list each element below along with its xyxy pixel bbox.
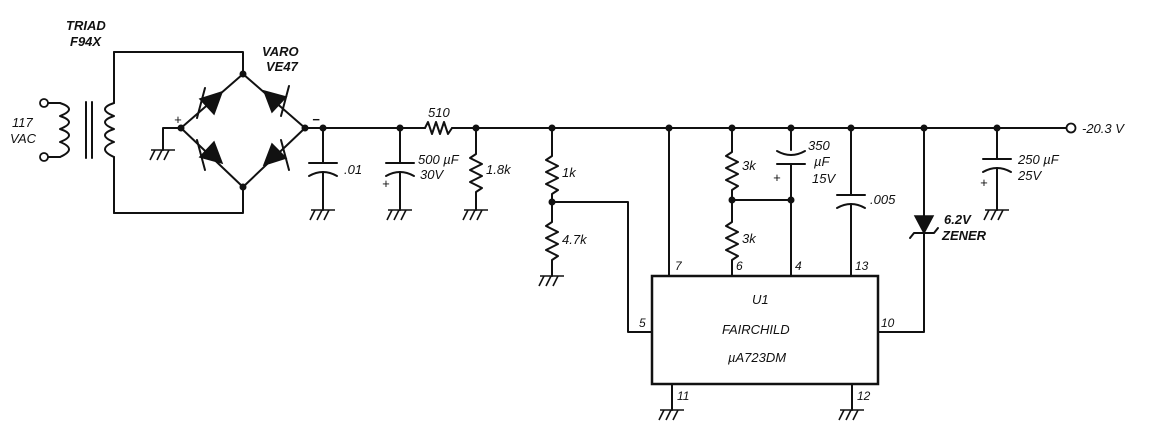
ac-input: 117 VAC: [10, 98, 61, 162]
transformer-part: F94X: [70, 34, 102, 49]
capacitor-500uf: + 500 µF 30V: [382, 127, 460, 211]
capacitor-500uf-polarity: +: [382, 176, 390, 191]
ic-maker: FAIRCHILD: [722, 322, 790, 337]
resistor-1-8k: 1.8k: [469, 127, 512, 211]
pin-10-label: 10: [881, 316, 895, 330]
capacitor-500uf-value: 500 µF: [418, 152, 460, 167]
zener-type: ZENER: [941, 228, 987, 243]
resistor-3k-top-value: 3k: [742, 158, 757, 173]
pin-11-label: 11: [677, 389, 689, 403]
pin-4-label: 4: [795, 259, 802, 273]
divider-3k-3k: 3k 3k: [725, 127, 795, 277]
ground-icon: [983, 209, 1009, 221]
ground-icon: [462, 209, 488, 221]
capacitor-250uf-polarity: +: [980, 175, 988, 190]
ground-icon: [309, 209, 335, 221]
capacitor-01: .01: [308, 127, 362, 211]
ic-ref: U1: [752, 292, 769, 307]
input-terminal-bottom: [39, 152, 49, 162]
resistor-3k-bottom-value: 3k: [742, 231, 757, 246]
bridge-plus-label: +: [174, 112, 182, 127]
resistor-1k-value: 1k: [562, 165, 577, 180]
divider-1k-4-7k: 1k 4.7k: [545, 127, 653, 333]
capacitor-250uf: + 250 µF 25V: [980, 127, 1060, 211]
output-terminal: [1065, 122, 1077, 134]
ground-icon: [149, 149, 175, 161]
pin-7-label: 7: [675, 259, 683, 273]
capacitor-005: .005: [836, 127, 896, 277]
pin-12-label: 12: [857, 389, 871, 403]
transformer: TRIAD F94X: [59, 18, 115, 214]
input-terminal-top: [39, 98, 49, 108]
capacitor-01-value: .01: [344, 162, 362, 177]
main-rail: -20.3 V: [304, 121, 1125, 136]
bridge-diode-3: [262, 85, 290, 117]
bridge-diode-2: [196, 139, 224, 171]
ground-symbols: [149, 149, 1009, 421]
bridge-diode-4: [262, 139, 290, 171]
zener-diode: 6.2V ZENER: [877, 127, 987, 333]
capacitor-350uf-polarity: +: [773, 170, 781, 185]
output-label: -20.3 V: [1082, 121, 1125, 136]
pin-6-label: 6: [736, 259, 743, 273]
capacitor-250uf-value: 250 µF: [1017, 152, 1060, 167]
capacitor-250uf-voltage: 25V: [1017, 168, 1042, 183]
capacitor-350uf: + 350 µF 15V: [773, 127, 836, 277]
capacitor-005-value: .005: [870, 192, 896, 207]
ground-icon: [838, 409, 864, 421]
ic-body: [650, 274, 880, 386]
transformer-name: TRIAD: [66, 18, 106, 33]
resistor-510: 510: [424, 105, 453, 135]
capacitor-350uf-unit: µF: [814, 154, 830, 169]
capacitor-350uf-value: 350: [808, 138, 830, 153]
bridge-rectifier: + − VARO VE47: [113, 44, 320, 214]
bridge-name: VARO: [262, 44, 299, 59]
resistor-4-7k-value: 4.7k: [562, 232, 588, 247]
bridge-part: VE47: [266, 59, 299, 74]
bridge-minus-label: −: [312, 112, 320, 127]
ic-u1: U1 FAIRCHILD µA723DM 7 6 4 13 5 10 11 12: [639, 259, 895, 411]
ground-icon: [538, 275, 564, 287]
resistor-1-8k-value: 1.8k: [486, 162, 512, 177]
pin-13-label: 13: [855, 259, 869, 273]
capacitor-500uf-voltage: 30V: [420, 167, 444, 182]
input-unit-label: VAC: [10, 131, 37, 146]
bridge-diode-1: [196, 87, 224, 119]
capacitor-350uf-voltage: 15V: [812, 171, 836, 186]
zener-voltage: 6.2V: [944, 212, 972, 227]
resistor-510-value: 510: [428, 105, 450, 120]
input-voltage-label: 117: [12, 115, 33, 130]
ground-icon: [386, 209, 412, 221]
ground-icon: [658, 409, 684, 421]
pin-5-label: 5: [639, 316, 646, 330]
ic-part: µA723DM: [728, 350, 786, 365]
